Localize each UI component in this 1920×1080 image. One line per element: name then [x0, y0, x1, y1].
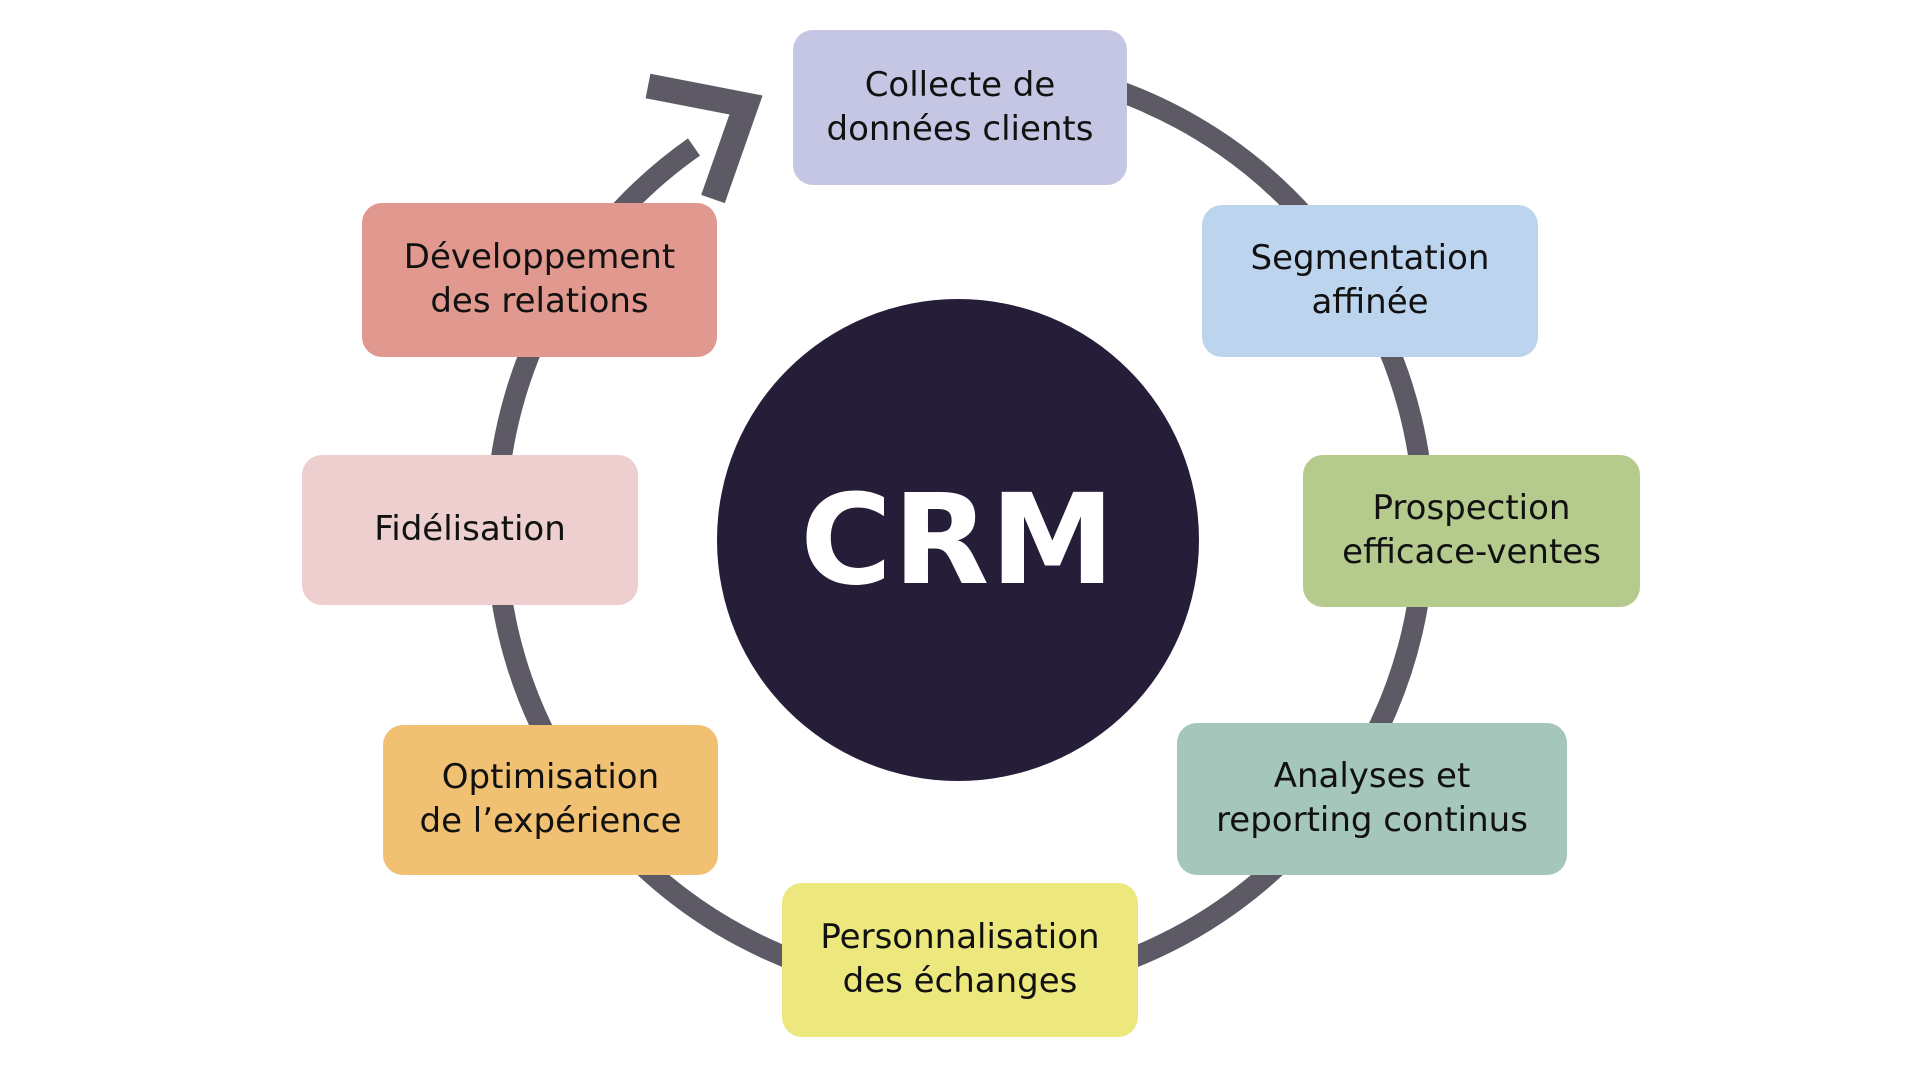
cycle-arrow-icon [645, 73, 763, 204]
step-label: Analyses et reporting continus [1216, 756, 1528, 840]
step-prospection-efficace-ventes: Prospection efficace-ventes [1303, 455, 1640, 607]
step-label: Prospection efficace-ventes [1342, 488, 1601, 572]
step-fidelisation: Fidélisation [302, 455, 638, 605]
step-label: Développement des relations [403, 237, 676, 321]
crm-center-label: CRM [800, 467, 1116, 613]
step-optimisation-experience: Optimisation de l’expérience [383, 725, 718, 875]
step-collecte-donnees-clients: Collecte de données clients [793, 30, 1127, 185]
step-label: Fidélisation [374, 509, 566, 550]
step-analyses-reporting-continus: Analyses et reporting continus [1177, 723, 1567, 875]
step-segmentation-affinee: Segmentation affinée [1202, 205, 1538, 357]
step-label: Optimisation de l’expérience [419, 757, 682, 841]
step-developpement-relations: Développement des relations [362, 203, 717, 357]
crm-center-circle: CRM [717, 299, 1199, 781]
step-label: Segmentation affinée [1250, 238, 1490, 322]
step-label: Personnalisation des échanges [820, 917, 1100, 1001]
step-personnalisation-echanges: Personnalisation des échanges [782, 883, 1138, 1037]
step-label: Collecte de données clients [826, 64, 1094, 149]
